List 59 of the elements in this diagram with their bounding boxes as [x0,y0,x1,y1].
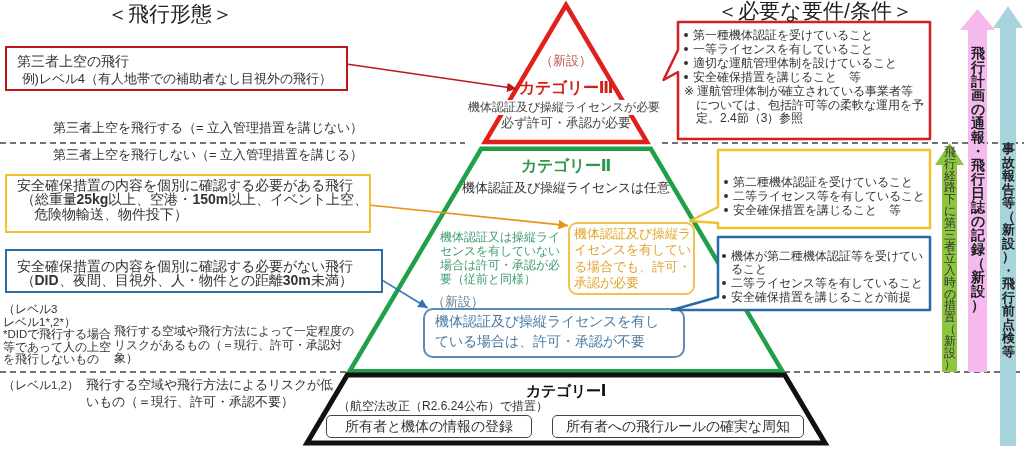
bullet-text: 二等ライセンス等を有していること [731,276,923,290]
requirement-callout [662,20,932,141]
measure-box [326,415,532,438]
tier-text: （航空法改正（R2.6.24公布）で措置） [338,399,549,413]
condition-box [423,308,685,358]
arrow [382,279,429,309]
footnote-text: ※ 運航管理体制が確立されている事業者等については、包括許可等の柔軟な運用を予定。2.4節（3）参照 [684,85,924,126]
measure-box [552,415,804,438]
bullet-text: 安全確保措置を講じることが前提 [731,290,911,304]
column-heading: ＜必要な要件/条件＞ [717,0,913,23]
bullet-text: 一等ライセンスを有していること [693,42,873,56]
band-text: 事故報告等（新設）・飛行前点検等 [1001,142,1015,358]
scope-band [934,141,966,374]
band-text: 飛行計画の通報・飛行日誌の記録（新設） [970,46,985,312]
tier-title: カテゴリーⅠ [525,381,607,400]
arrow [370,204,569,230]
scope-band [992,4,1024,448]
tier-note: 機体認証又は操縦ライセンスを有していない場合は許可・承認が必要（従前と同様） [440,230,561,286]
case-title: 安全確保措置の内容を個別に確認する必要がある飛行 [16,177,353,192]
tier-text: 必ず許可・承認が必要 [501,116,631,131]
condition-text: 機体認証及び操縦ライセンスを有している場合は、許可・承認が不要 [435,313,660,351]
measure-text: 所有者への飛行ルールの確実な周知 [565,416,790,435]
risk-text: 飛行する空域や飛行方法によって一定程度のリスクがあるもの（＝現行、許可・承認対象） [114,325,355,366]
bullet-text: 適切な運航管理体制を設けていること [693,56,897,70]
flight-case-box [5,174,371,233]
bullet-text: 第一種機体認証を受けていること [693,28,873,42]
case-detail: 例)レベル4（有人地帯での補助者なし目視外の飛行） [21,69,333,87]
tier-title: カテゴリーⅢ [518,78,614,97]
case-detail: （DID、夜間、目視外、人・物件との距離30m未満） [20,273,353,288]
flight-case-box [5,249,383,293]
bullet-text: 機体が第二種機体認証等を受けていること [731,250,924,275]
new-tag: （新設） [540,53,592,69]
condition-box [568,222,695,295]
flight-case-box [5,46,348,91]
bullet-text: 第二種機体認証を受けていること [733,175,913,189]
bullet-text: 安全確保措置を講じること 等 [733,203,901,217]
requirement-callout [688,148,932,230]
condition-text: 機体認証及び操縦ライセンスを有している場合でも、許可・承認が必要 [574,226,691,292]
pyramid-tier [466,0,661,146]
case-title: 安全確保措置の内容を個別に確認する必要がない飛行 [16,258,353,273]
level-note: *DIDで飛行する場合等であって人の上空を飛行しないもの [3,328,113,366]
tier-title: カテゴリーⅡ [520,156,612,176]
level-note: （レベル1,2） [3,379,79,392]
new-tag: （新設） [432,294,484,310]
scope-band [959,7,996,374]
measure-text: 所有者と機体の情報の登録 [344,416,513,435]
boundary-label: 第三者上空を飛行しない（= 立入管理措置を講じる） [53,147,364,163]
bullet-text: 安全確保措置を講じること 等 [693,70,861,84]
arrow [347,63,518,93]
column-heading: ＜飛行形態＞ [107,2,233,26]
risk-text: 飛行する空域や飛行方法によるリスクが低いもの（＝現行、許可・承認不要） [86,376,334,410]
case-detail: （総重量25kg以上、空港・150m以上、イベント上空、危険物輸送、物件投下） [20,192,370,221]
tier-text: 機体認証及び操縦ライセンスが必要 [468,100,660,115]
tier-text: 機体認証及び操縦ライセンスは任意 [462,180,670,196]
bullet-text: 二等ライセンス等を有していること [733,189,925,203]
band-text: 飛行経路下に第三者立入時の措置（新設） [943,147,956,372]
level-note: （レベル3 レベル1*,2*） [3,303,77,328]
case-title: 第三者上空の飛行 [16,52,129,70]
boundary-label: 第三者上空を飛行する（= 立入管理措置を講じない） [53,120,364,136]
